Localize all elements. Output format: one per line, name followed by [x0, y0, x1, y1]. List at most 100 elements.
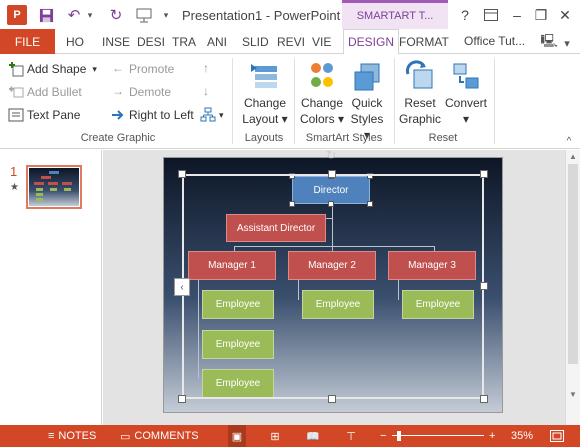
convert-button[interactable]: Convert ▾ — [442, 60, 490, 127]
manager-3-box[interactable]: Manager 3 — [388, 251, 476, 280]
ribbon-display-options-icon[interactable] — [480, 4, 502, 26]
text-pane-label: Text Pane — [27, 108, 81, 122]
tab-review[interactable]: REVI — [277, 34, 306, 49]
tab-slideshow[interactable]: SLID — [242, 34, 269, 49]
save-icon[interactable] — [36, 4, 56, 26]
tab-insert[interactable]: INSE — [102, 34, 131, 49]
text-pane-toggle-icon[interactable]: ‹ — [174, 278, 190, 296]
employee-box[interactable]: Employee — [302, 290, 374, 319]
employee-box[interactable]: Employee — [202, 290, 274, 319]
minimize-button[interactable]: – — [513, 7, 521, 23]
tab-smartart-format[interactable]: FORMAT — [399, 34, 449, 49]
scroll-thumb[interactable] — [568, 164, 578, 364]
comments-button[interactable]: ▭ COMMENTS — [120, 425, 199, 447]
org-layout-icon — [200, 107, 216, 123]
scroll-down-icon[interactable]: ▼ — [569, 390, 577, 399]
reset-graphic-icon — [404, 60, 436, 92]
resize-handle[interactable] — [289, 173, 295, 179]
undo-dropdown-icon[interactable]: ▾ — [87, 9, 93, 20]
zoom-level[interactable]: 35% — [511, 430, 534, 442]
ribbon-separator — [494, 58, 495, 144]
smartart-tools-header: SMARTART T... — [342, 0, 448, 29]
customize-toolbar-icon[interactable]: ▾ — [163, 9, 169, 20]
slide-sorter-icon[interactable]: ⊞ — [270, 430, 280, 443]
manager-2-box[interactable]: Manager 2 — [288, 251, 376, 280]
collapse-ribbon-icon[interactable]: ▾ — [564, 37, 570, 50]
add-bullet-button[interactable]: Add Bullet — [8, 84, 82, 100]
connector-line — [234, 246, 434, 247]
frame-handle[interactable] — [480, 395, 488, 403]
tab-file[interactable]: FILE — [0, 29, 55, 54]
undo-icon[interactable]: ↶ — [67, 7, 81, 24]
account-name[interactable]: Office Tut... — [464, 34, 526, 48]
fit-slide-icon[interactable] — [550, 425, 564, 447]
connector-line — [332, 232, 333, 251]
smartart-frame[interactable] — [182, 174, 484, 399]
add-shape-button[interactable]: Add Shape ▾ — [8, 61, 97, 77]
tab-view[interactable]: VIE — [312, 34, 332, 49]
tab-smartart-design[interactable]: DESIGN — [343, 29, 400, 55]
tab-animations[interactable]: ANI — [207, 34, 228, 49]
smartart-styles-group-label: SmartArt Styles — [305, 132, 383, 144]
slideshow-icon[interactable]: ⊤ — [346, 430, 356, 443]
slide-thumbnail[interactable] — [26, 165, 82, 209]
ribbon: Add Shape ▾ Add Bullet Text Pane ← Promo… — [0, 54, 580, 149]
title-bar: P ↶ ▾ ↻ ▾ Presentation1 - PowerPoint SMA… — [0, 0, 580, 29]
right-to-left-button[interactable]: Right to Left — [110, 107, 194, 123]
employee-box[interactable]: Employee — [402, 290, 474, 319]
resize-handle[interactable] — [328, 201, 334, 207]
quick-styles-label-2: Styles ▾ — [350, 112, 384, 142]
tab-home[interactable]: HO — [66, 34, 84, 49]
tab-transitions[interactable]: TRA — [172, 34, 196, 49]
convert-icon — [450, 60, 482, 92]
employee-box[interactable]: Employee — [202, 330, 274, 359]
assistant-director-box[interactable]: Assistant Director — [226, 214, 326, 242]
zoom-slider-thumb[interactable] — [397, 431, 401, 441]
connector-line — [398, 280, 399, 300]
promote-button[interactable]: ← Promote — [110, 61, 174, 77]
slide-canvas[interactable]: Director Assistant Director Manager 1 Ma… — [163, 148, 503, 413]
notes-button[interactable]: ≡ NOTES — [48, 425, 96, 447]
change-layout-icon — [249, 60, 281, 92]
rotate-handle-icon[interactable]: ↻ — [326, 148, 337, 162]
help-button[interactable]: ? — [461, 7, 469, 23]
normal-view-icon[interactable]: ▣ — [228, 425, 246, 447]
layout-dropdown-button[interactable]: ▾ — [200, 107, 224, 123]
reset-graphic-label-2: Graphic — [398, 112, 442, 126]
move-up-icon[interactable]: ↑ — [203, 61, 209, 75]
text-pane-button[interactable]: Text Pane — [8, 107, 80, 123]
frame-handle[interactable] — [328, 395, 336, 403]
resize-handle[interactable] — [367, 201, 373, 207]
frame-handle[interactable] — [178, 395, 186, 403]
account-icon[interactable]: 🖳 — [540, 33, 558, 48]
change-colors-icon — [306, 60, 338, 92]
frame-handle[interactable] — [480, 282, 488, 290]
demote-button[interactable]: → Demote — [110, 84, 171, 100]
frame-handle[interactable] — [178, 170, 186, 178]
change-layout-label-1: Change — [243, 96, 287, 110]
redo-icon[interactable]: ↻ — [109, 7, 123, 24]
start-from-beginning-icon[interactable] — [134, 4, 154, 26]
reading-view-icon[interactable]: 📖 — [306, 430, 320, 443]
resize-handle[interactable] — [289, 201, 295, 207]
frame-handle[interactable] — [328, 170, 336, 178]
move-down-icon[interactable]: ↓ — [203, 84, 209, 98]
zoom-in-button[interactable]: + — [489, 430, 496, 442]
close-button[interactable]: ✕ — [559, 6, 571, 23]
resize-handle[interactable] — [367, 173, 373, 179]
quick-styles-button[interactable]: Quick Styles ▾ — [346, 60, 388, 143]
vertical-scrollbar[interactable]: ▲ ▼ — [565, 150, 580, 425]
manager-1-box[interactable]: Manager 1 — [188, 251, 276, 280]
zoom-slider[interactable] — [392, 435, 484, 436]
zoom-out-button[interactable]: − — [380, 430, 387, 442]
frame-handle[interactable] — [480, 170, 488, 178]
collapse-ribbon-caret-icon[interactable]: ^ — [566, 135, 572, 147]
reset-graphic-button[interactable]: Reset Graphic — [396, 60, 444, 127]
add-shape-dropdown-icon: ▾ — [92, 63, 97, 74]
tab-design-main[interactable]: DESI — [137, 34, 166, 49]
change-layout-button[interactable]: Change Layout ▾ — [240, 60, 290, 127]
restore-button[interactable]: ❐ — [534, 6, 548, 23]
change-colors-button[interactable]: Change Colors ▾ — [298, 60, 346, 127]
scroll-up-icon[interactable]: ▲ — [569, 152, 577, 161]
right-to-left-label: Right to Left — [129, 108, 194, 122]
